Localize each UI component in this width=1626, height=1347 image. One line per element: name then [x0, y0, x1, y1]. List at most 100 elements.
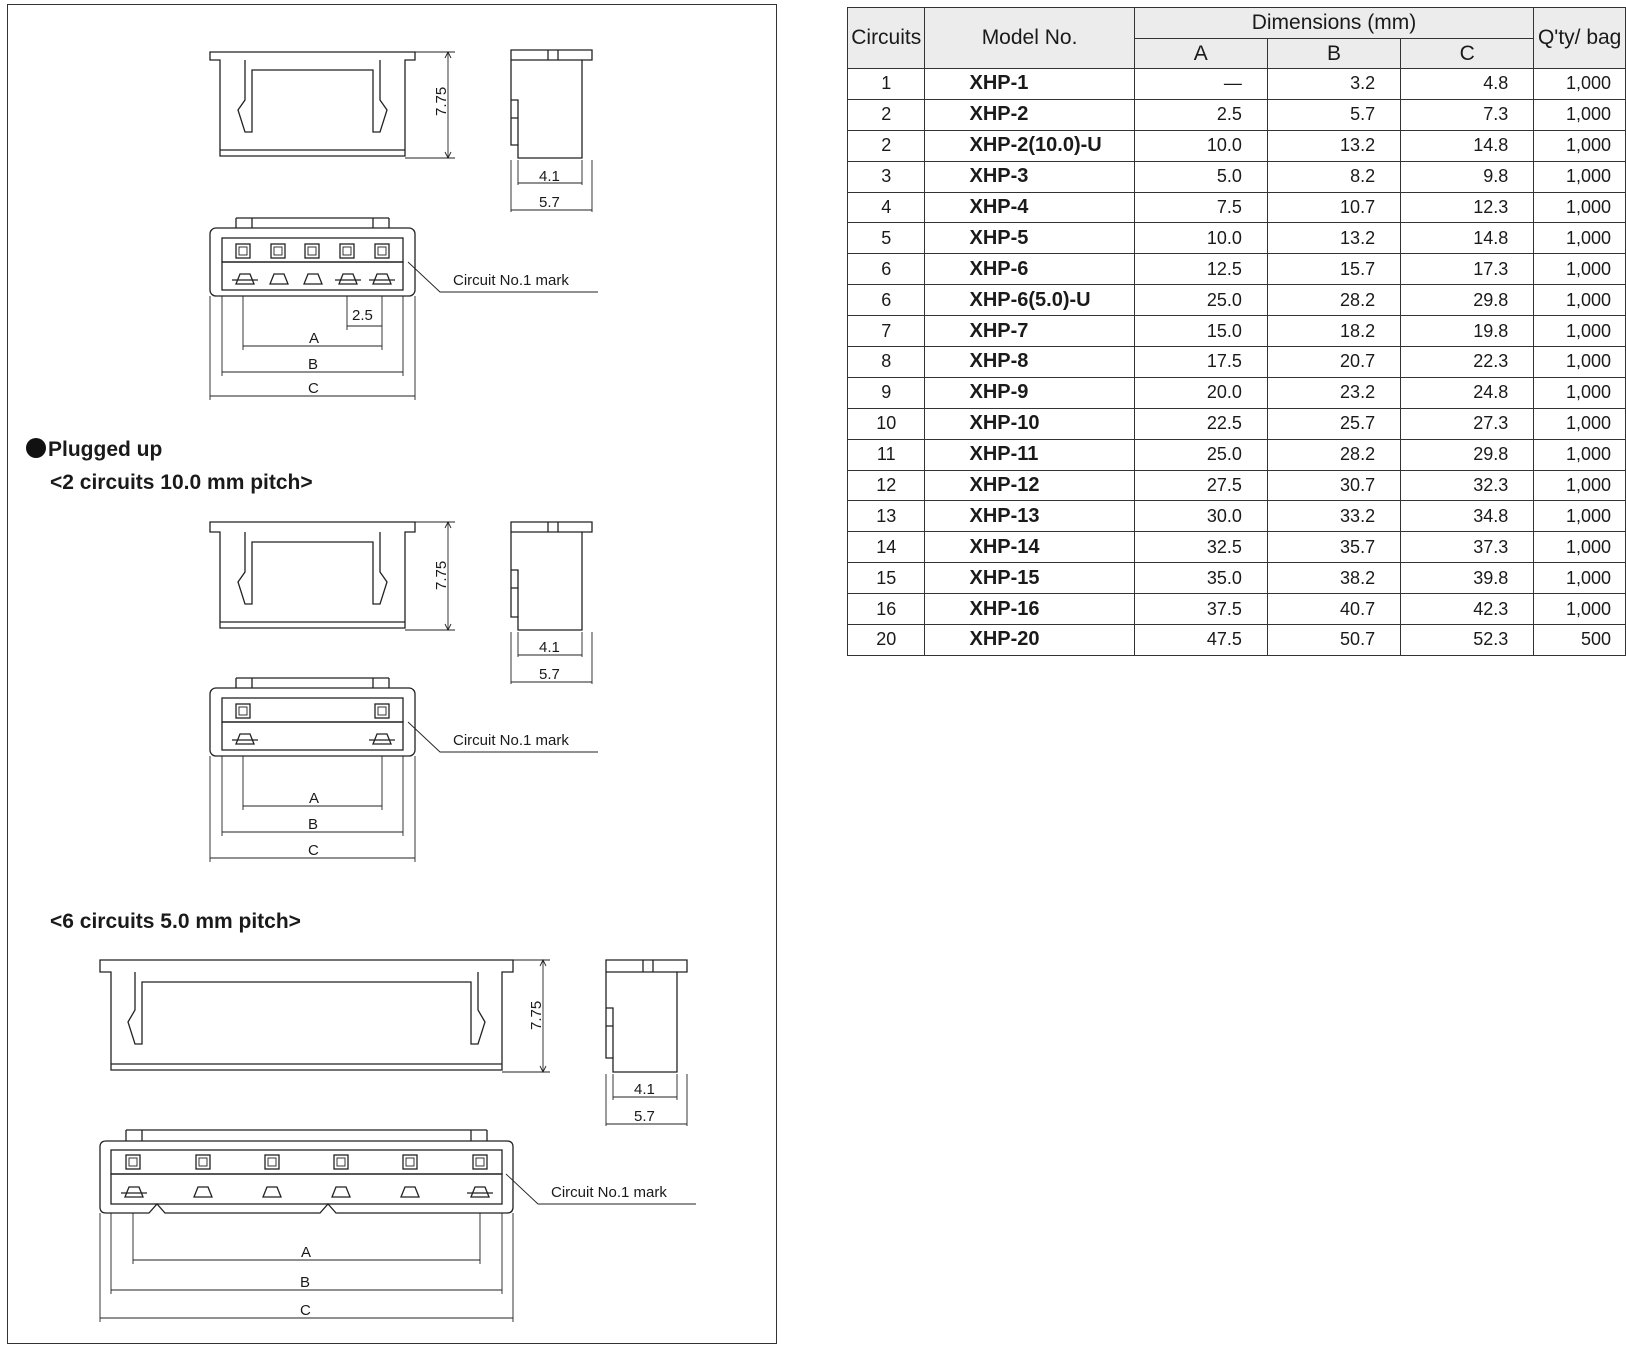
cell-model: XHP-20: [924, 624, 1135, 656]
cell-b: 8.2: [1266, 160, 1402, 193]
cell-circuits: 4: [846, 191, 926, 224]
height-label: 7.75: [433, 87, 450, 116]
bullet-icon: [26, 438, 46, 458]
cell-model: XHP-9: [924, 376, 1135, 409]
dimensions-table: Circuits Model No. Dimensions (mm) Q'ty/…: [846, 7, 1626, 656]
cell-qty: 1,000: [1533, 68, 1626, 100]
header-qty: Q'ty/ bag: [1533, 7, 1626, 69]
cell-circuits: 3: [846, 160, 926, 193]
cell-model: XHP-15: [924, 562, 1135, 595]
dim-a-label: A: [309, 330, 319, 347]
cell-circuits: 7: [846, 315, 926, 348]
dim-b-label: B: [308, 356, 318, 373]
cell-c: 37.3: [1400, 531, 1535, 564]
cell-a: 10.0: [1133, 129, 1268, 162]
cell-a: 10.0: [1133, 222, 1268, 255]
cell-circuits: 8: [846, 346, 926, 378]
cell-model: XHP-16: [924, 593, 1135, 626]
cell-c: 17.3: [1400, 253, 1535, 286]
header-dimensions: Dimensions (mm): [1133, 7, 1535, 39]
cell-c: 27.3: [1400, 407, 1535, 440]
cell-circuits: 6: [846, 253, 926, 286]
circuit-mark-callout: Circuit No.1 mark: [453, 732, 569, 749]
cell-c: 19.8: [1400, 315, 1535, 348]
cell-model: XHP-7: [924, 315, 1135, 348]
cell-qty: 1,000: [1533, 500, 1626, 533]
cell-b: 3.2: [1266, 68, 1402, 100]
cell-a: 22.5: [1133, 407, 1268, 440]
drawing-3-front-view: 7.75: [99, 958, 550, 1074]
cell-c: 52.3: [1400, 624, 1535, 656]
cell-qty: 1,000: [1533, 160, 1626, 193]
cell-model: XHP-12: [924, 469, 1135, 502]
cell-qty: 1,000: [1533, 531, 1626, 564]
cell-model: XHP-13: [924, 500, 1135, 533]
drawing-1-bottom-view: Circuit No.1 mark 2.5 A B C: [209, 217, 598, 400]
cell-c: 34.8: [1400, 500, 1535, 533]
cell-circuits: 9: [846, 376, 926, 409]
dim-c-label: C: [300, 1302, 311, 1319]
cell-circuits: 10: [846, 407, 926, 440]
cell-qty: 1,000: [1533, 376, 1626, 409]
cell-c: 12.3: [1400, 191, 1535, 224]
dim-c-label: C: [308, 380, 319, 397]
cell-circuits: 11: [846, 438, 926, 471]
drawing-panel: [7, 4, 777, 1344]
dim-a-label: A: [301, 1244, 311, 1261]
cell-model: XHP-6(5.0)-U: [924, 284, 1135, 317]
cell-c: 29.8: [1400, 438, 1535, 471]
cell-circuits: 20: [846, 624, 926, 656]
cell-b: 18.2: [1266, 315, 1402, 348]
cell-b: 13.2: [1266, 129, 1402, 162]
cell-circuits: 6: [846, 284, 926, 317]
cell-circuits: 2: [846, 129, 926, 162]
cell-qty: 1,000: [1533, 98, 1626, 131]
cell-c: 29.8: [1400, 284, 1535, 317]
cell-a: 20.0: [1133, 376, 1268, 409]
pitch-label: 2.5: [352, 307, 373, 324]
cell-qty: 1,000: [1533, 191, 1626, 224]
header-b: B: [1266, 38, 1402, 69]
cell-qty: 1,000: [1533, 562, 1626, 595]
cell-a: 27.5: [1133, 469, 1268, 502]
drawing-1-side-view: 4.1 5.7: [510, 49, 593, 212]
dim-c-label: C: [308, 842, 319, 859]
cell-circuits: 1: [846, 68, 926, 100]
cell-a: 35.0: [1133, 562, 1268, 595]
cell-model: XHP-10: [924, 407, 1135, 440]
cell-c: 39.8: [1400, 562, 1535, 595]
cell-qty: 1,000: [1533, 593, 1626, 626]
inner-width-label: 4.1: [634, 1081, 655, 1098]
cell-c: 22.3: [1400, 346, 1535, 378]
drawing-1-front-view: 7.75: [209, 50, 455, 160]
cell-qty: 500: [1533, 624, 1626, 656]
cell-b: 10.7: [1266, 191, 1402, 224]
drawing-2-side-view: 4.1 5.7: [510, 521, 593, 684]
cell-c: 24.8: [1400, 376, 1535, 409]
header-model: Model No.: [924, 7, 1135, 69]
cell-a: 32.5: [1133, 531, 1268, 564]
cell-circuits: 14: [846, 531, 926, 564]
cell-b: 28.2: [1266, 438, 1402, 471]
drawing-2-front-view: 7.75: [209, 520, 455, 632]
cell-b: 25.7: [1266, 407, 1402, 440]
section-heading: Plugged up: [26, 438, 162, 462]
cell-a: 17.5: [1133, 346, 1268, 378]
height-label: 7.75: [528, 1001, 545, 1030]
cell-b: 40.7: [1266, 593, 1402, 626]
header-circuits: Circuits: [846, 7, 926, 69]
cell-model: XHP-2: [924, 98, 1135, 131]
cell-circuits: 12: [846, 469, 926, 502]
cell-b: 35.7: [1266, 531, 1402, 564]
cell-c: 7.3: [1400, 98, 1535, 131]
